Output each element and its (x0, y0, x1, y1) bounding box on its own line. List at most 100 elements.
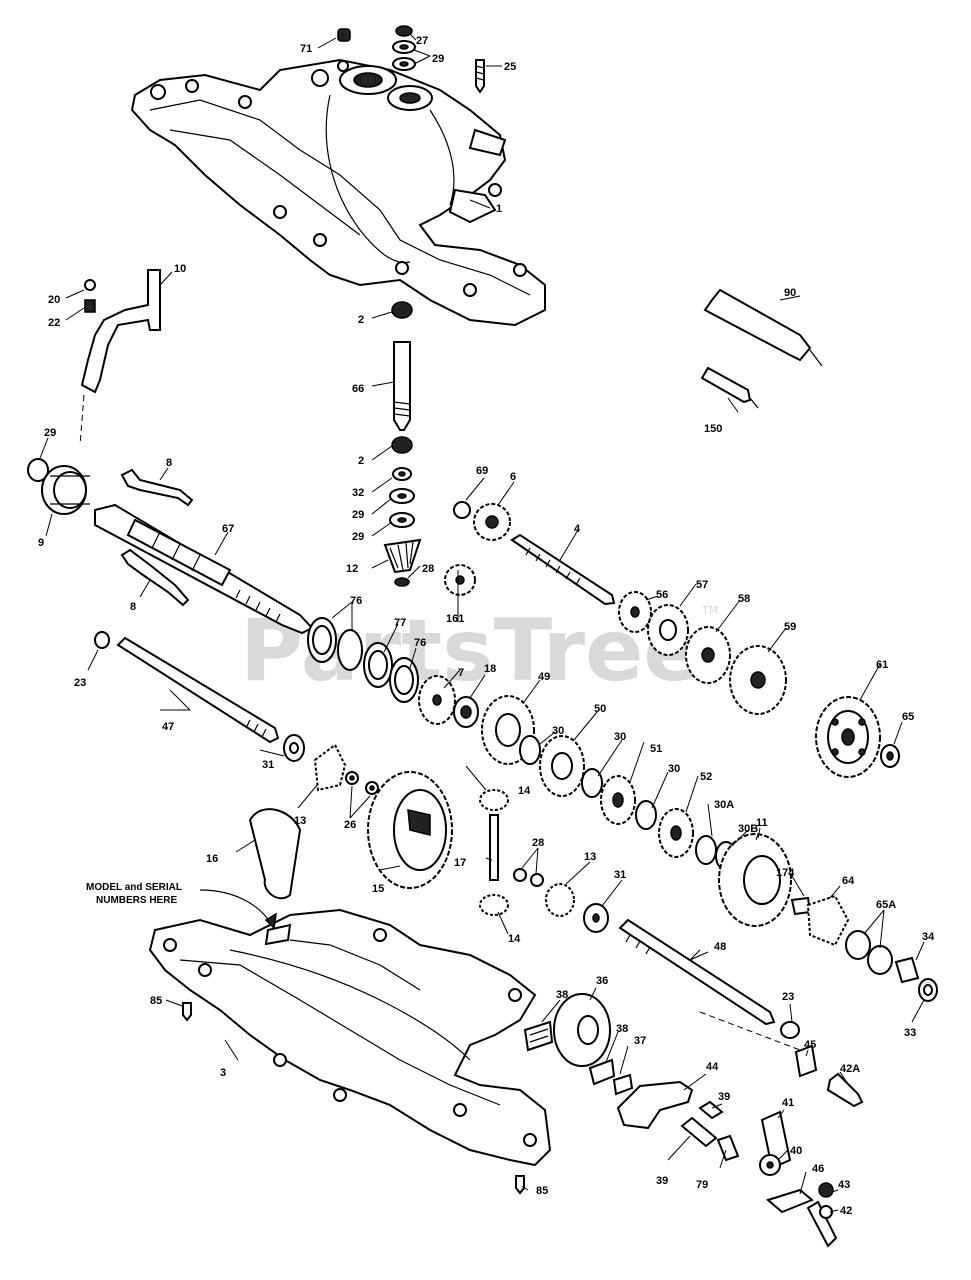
callout-2: 2 (358, 314, 364, 326)
gear-row-middle (418, 675, 737, 871)
callout-17: 17 (454, 857, 466, 869)
callout-51: 51 (650, 743, 662, 755)
callout-30: 30 (614, 731, 626, 743)
callout-61: 61 (876, 659, 888, 671)
callout-174: 174 (776, 867, 795, 879)
callout-44: 44 (706, 1061, 719, 1073)
callout-22: 22 (48, 317, 60, 329)
callout-36: 36 (596, 975, 608, 987)
watermark-trademark: TM (701, 604, 718, 617)
callout-7: 7 (458, 667, 464, 679)
callout-25: 25 (504, 61, 516, 73)
upper-housing (130, 58, 546, 327)
leader-lines (39, 31, 925, 1213)
callout-32: 32 (352, 487, 364, 499)
callout-30A: 30A (714, 799, 734, 811)
model-serial-note (199, 889, 277, 930)
callout-85: 85 (536, 1185, 548, 1197)
lower-housing (148, 908, 552, 1167)
callout-15: 15 (372, 883, 384, 895)
callout-39: 39 (656, 1175, 668, 1187)
axle-48 (618, 918, 864, 1108)
callout-30B: 30B (738, 823, 758, 835)
callout-26: 26 (344, 819, 356, 831)
callout-85: 85 (150, 995, 162, 1007)
callout-65: 65 (902, 711, 914, 723)
callout-6: 6 (510, 471, 516, 483)
callout-13: 13 (294, 815, 306, 827)
output-gear-stack (718, 833, 938, 1002)
callout-48: 48 (714, 941, 726, 953)
brake-assembly (523, 993, 634, 1096)
callout-52: 52 (700, 771, 712, 783)
callout-30: 30 (668, 763, 680, 775)
callout-41: 41 (782, 1097, 794, 1109)
callout-45: 45 (804, 1039, 816, 1051)
model-serial-note-line2: NUMBERS HERE (96, 895, 177, 906)
callout-57: 57 (696, 579, 708, 591)
ring-gear-15 (367, 771, 453, 889)
callout-29: 29 (44, 427, 56, 439)
callout-27: 27 (416, 35, 428, 47)
callout-labels: 71 27 29 25 1 10 20 22 2 90 66 150 29 9 … (38, 35, 935, 1217)
callout-46: 46 (812, 1163, 824, 1175)
gear-161 (444, 564, 476, 596)
callout-65A: 65A (876, 899, 896, 911)
callout-38: 38 (616, 1023, 628, 1035)
callout-9: 9 (38, 537, 44, 549)
callout-8: 8 (130, 601, 136, 613)
callout-13: 13 (584, 851, 596, 863)
callout-29: 29 (432, 53, 444, 65)
callout-14: 14 (518, 785, 531, 797)
callout-37: 37 (634, 1035, 646, 1047)
callout-47: 47 (162, 721, 174, 733)
brake-shaft-67 (94, 503, 314, 635)
callout-50: 50 (594, 703, 606, 715)
callout-23: 23 (782, 991, 794, 1003)
callout-49: 49 (538, 671, 550, 683)
drain-plugs (182, 1002, 525, 1195)
axle-47 (94, 631, 305, 762)
callout-18: 18 (484, 663, 496, 675)
brake-discs (307, 617, 419, 703)
callout-59: 59 (784, 621, 796, 633)
spider-gears (479, 789, 609, 933)
callout-11: 11 (756, 817, 768, 829)
callout-10: 10 (174, 263, 186, 275)
callout-14: 14 (508, 933, 521, 945)
callout-39: 39 (718, 1091, 730, 1103)
callout-30: 30 (552, 725, 564, 737)
callout-29: 29 (352, 531, 364, 543)
callout-12: 12 (346, 563, 358, 575)
callout-42: 42 (840, 1205, 852, 1217)
callout-90: 90 (784, 287, 796, 299)
collar-9 (27, 458, 90, 515)
callout-150: 150 (704, 423, 722, 435)
callout-66: 66 (352, 383, 364, 395)
callout-33: 33 (904, 1027, 916, 1039)
callout-23: 23 (74, 677, 86, 689)
gear-shaft-4 (453, 501, 616, 606)
callout-67: 67 (222, 523, 234, 535)
shift-fork (79, 269, 161, 446)
center-shaft-stack (383, 301, 422, 587)
callout-77: 77 (394, 617, 406, 629)
callout-29: 29 (352, 509, 364, 521)
gear-row-right (618, 591, 787, 715)
callout-34: 34 (922, 931, 935, 943)
callout-69: 69 (476, 465, 488, 477)
top-fasteners (337, 25, 485, 94)
callout-42A: 42A (840, 1063, 860, 1075)
callout-2: 2 (358, 455, 364, 467)
brake-lever (616, 1080, 838, 1248)
callout-56: 56 (656, 589, 668, 601)
bevel-gear-13 (313, 743, 379, 795)
callout-40: 40 (790, 1145, 802, 1157)
callout-3: 3 (220, 1067, 226, 1079)
model-serial-note-line1: MODEL and SERIAL (86, 882, 182, 893)
callout-1: 1 (496, 203, 502, 215)
callout-64: 64 (842, 875, 855, 887)
callout-28: 28 (532, 837, 544, 849)
callout-71: 71 (300, 43, 312, 55)
